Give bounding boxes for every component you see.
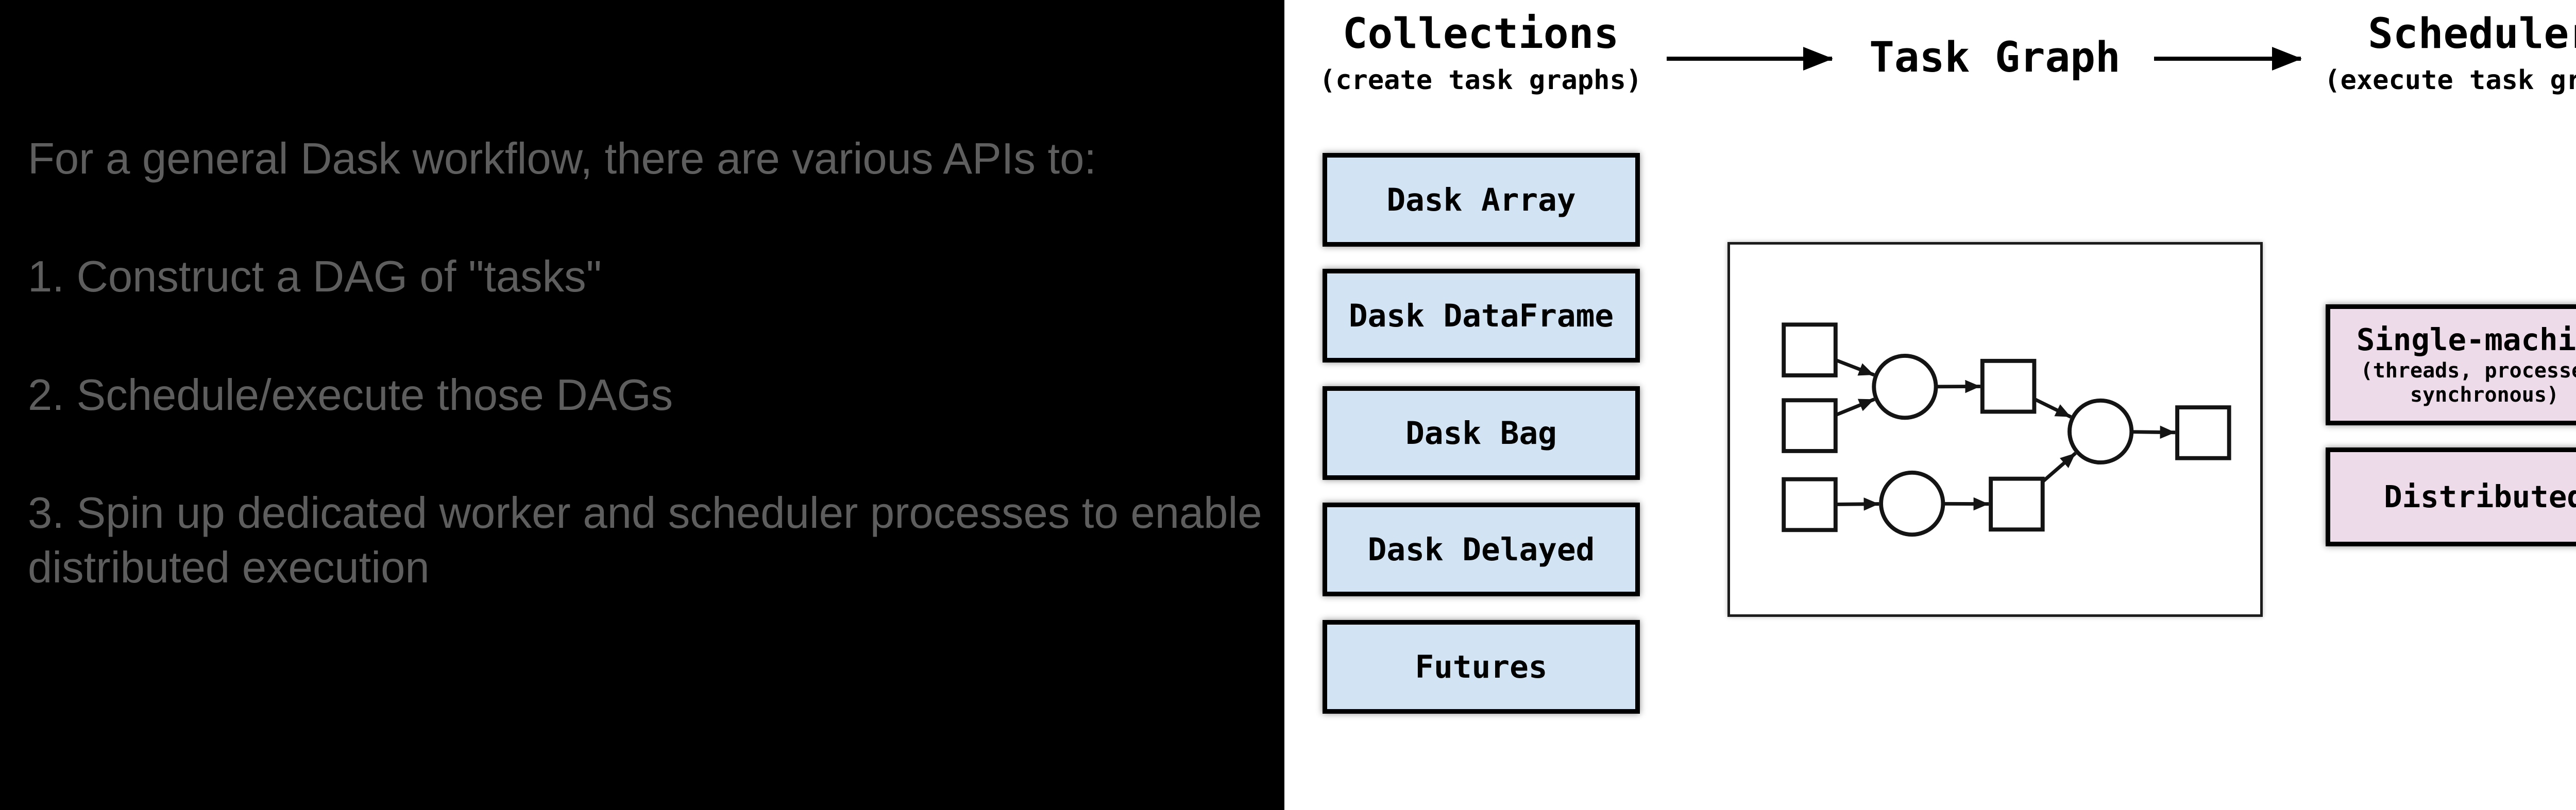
collections-title: Collections <box>1342 10 1619 58</box>
collections-header: Collections (create task graphs) <box>1300 9 1661 96</box>
task-graph-svg <box>1782 322 2231 537</box>
dag-edge-task-merge-to-out-result <box>2132 425 2176 439</box>
collection-box-label: Dask Array <box>1386 181 1576 218</box>
dag-edge-mid-lower-to-task-merge <box>2042 452 2077 482</box>
schedulers-title: Schedulers <box>2368 10 2576 58</box>
dag-node-out-result-square <box>2175 405 2231 460</box>
collection-box-label: Futures <box>1415 648 1548 685</box>
single-machine-subtitle: (threads, processes, synchronous) <box>2360 358 2576 407</box>
dag-node-in-mid-square <box>1782 398 1838 453</box>
schedulers-header: Schedulers (execute task graphs) <box>2313 9 2576 96</box>
collection-box-dask-delayed: Dask Delayed <box>1323 503 1640 596</box>
collection-box-label: Dask Delayed <box>1367 531 1595 568</box>
dag-node-task-upper-circle <box>1872 354 1938 420</box>
scheduler-box-single-machine: Single-machine (threads, processes, sync… <box>2326 304 2576 425</box>
list-item-2: 2. Schedule/execute those DAGs <box>28 371 673 420</box>
dag-node-task-merge-circle <box>2067 398 2134 465</box>
dag-node-mid-upper-square <box>1980 358 2037 414</box>
collection-box-label: Dask Bag <box>1405 415 1557 452</box>
list-item-1: 1. Construct a DAG of "tasks" <box>28 252 602 301</box>
collection-box-dask-dataframe: Dask DataFrame <box>1323 269 1640 363</box>
notes-panel: For a general Dask workflow, there are v… <box>0 0 1284 810</box>
schedulers-subtitle: (execute task graphs) <box>2324 65 2576 96</box>
distributed-title: Distributed <box>2384 479 2576 514</box>
list-item-3: 3. Spin up dedicated worker and schedule… <box>28 489 1262 593</box>
single-machine-title: Single-machine <box>2356 321 2576 357</box>
intro-text: For a general Dask workflow, there are v… <box>28 134 1096 183</box>
task-graph-title: Task Graph <box>1869 33 2121 82</box>
header-flow-arrows <box>1667 47 2302 71</box>
collection-box-label: Dask DataFrame <box>1348 297 1614 334</box>
collection-box-dask-array: Dask Array <box>1323 153 1640 247</box>
dag-edge-mid-upper-to-task-merge <box>2034 398 2072 419</box>
dag-node-mid-lower-square <box>1989 476 2045 532</box>
dag-edge-in-bottom-to-task-lower <box>1836 497 1879 511</box>
collection-box-dask-bag: Dask Bag <box>1323 386 1640 480</box>
scheduler-box-distributed: Distributed <box>2326 447 2576 546</box>
dag-edge-in-mid-to-task-upper <box>1836 398 1875 417</box>
task-graph-panel <box>1727 242 2263 617</box>
dag-node-in-top-square <box>1782 322 1838 377</box>
dag-node-task-lower-circle <box>1879 470 1945 537</box>
dag-node-in-bottom-square <box>1782 477 1838 532</box>
dask-diagram: Collections (create task graphs) Task Gr… <box>1284 0 2576 810</box>
task-graph-header: Task Graph <box>1815 33 2175 83</box>
dag-edge-in-top-to-task-upper <box>1836 358 1875 377</box>
collection-box-futures: Futures <box>1323 620 1640 714</box>
collections-subtitle: (create task graphs) <box>1319 65 1642 96</box>
